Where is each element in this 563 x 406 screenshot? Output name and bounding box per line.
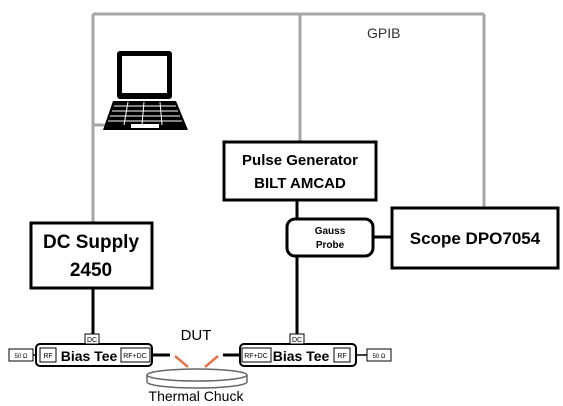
- bias-tee-right-rf-port: RF: [337, 353, 346, 360]
- signal-wires: [91, 200, 392, 357]
- load-50-ohm-left: 50 Ω: [15, 354, 28, 360]
- bias-tee-left-dc-port: DC: [87, 337, 97, 344]
- scope-label: Scope DPO7054: [410, 229, 541, 248]
- gauss-probe-label: Gauss: [315, 226, 346, 237]
- pulse-generator-model: BILT AMCAD: [254, 175, 346, 192]
- scope-box: Scope DPO7054: [390, 206, 560, 270]
- bias-tee-left-rf-port: RF: [43, 353, 52, 360]
- thermal-chuck-label: Thermal Chuck: [149, 388, 245, 404]
- dut-label: DUT: [181, 327, 212, 344]
- load-50-ohm-right: 50 Ω: [373, 354, 386, 360]
- gpib-bus: [91, 12, 486, 223]
- bias-tee-left-label: Bias Tee: [61, 348, 118, 364]
- pulse-generator-label: Pulse Generator: [242, 152, 358, 169]
- dc-supply-label: DC Supply: [43, 232, 139, 253]
- bias-tee-right-label: Bias Tee: [273, 348, 330, 364]
- gauss-probe-label-2: Probe: [316, 240, 345, 251]
- dc-supply-box: DC Supply 2450: [29, 221, 154, 290]
- bias-tee-right-dc-port: DC: [292, 337, 302, 344]
- bias-tee-right-rfdc-port: RF+DC: [244, 353, 268, 360]
- laptop-icon: [103, 51, 188, 130]
- pulse-generator-box: Pulse Generator BILT AMCAD: [222, 140, 378, 202]
- bias-tee-right: RF+DC Bias Tee RF DC 50 Ω: [239, 333, 392, 367]
- bias-tee-left-rfdc-port: RF+DC: [123, 353, 147, 360]
- dut-probe-tips: [174, 355, 219, 368]
- gauss-probe-box: Gauss Probe: [285, 217, 375, 258]
- dc-supply-model: 2450: [70, 260, 112, 281]
- gpib-label: GPIB: [367, 25, 400, 41]
- bias-tee-left: 50 Ω RF Bias Tee RF+DC DC: [8, 333, 153, 367]
- thermal-chuck: [146, 368, 248, 389]
